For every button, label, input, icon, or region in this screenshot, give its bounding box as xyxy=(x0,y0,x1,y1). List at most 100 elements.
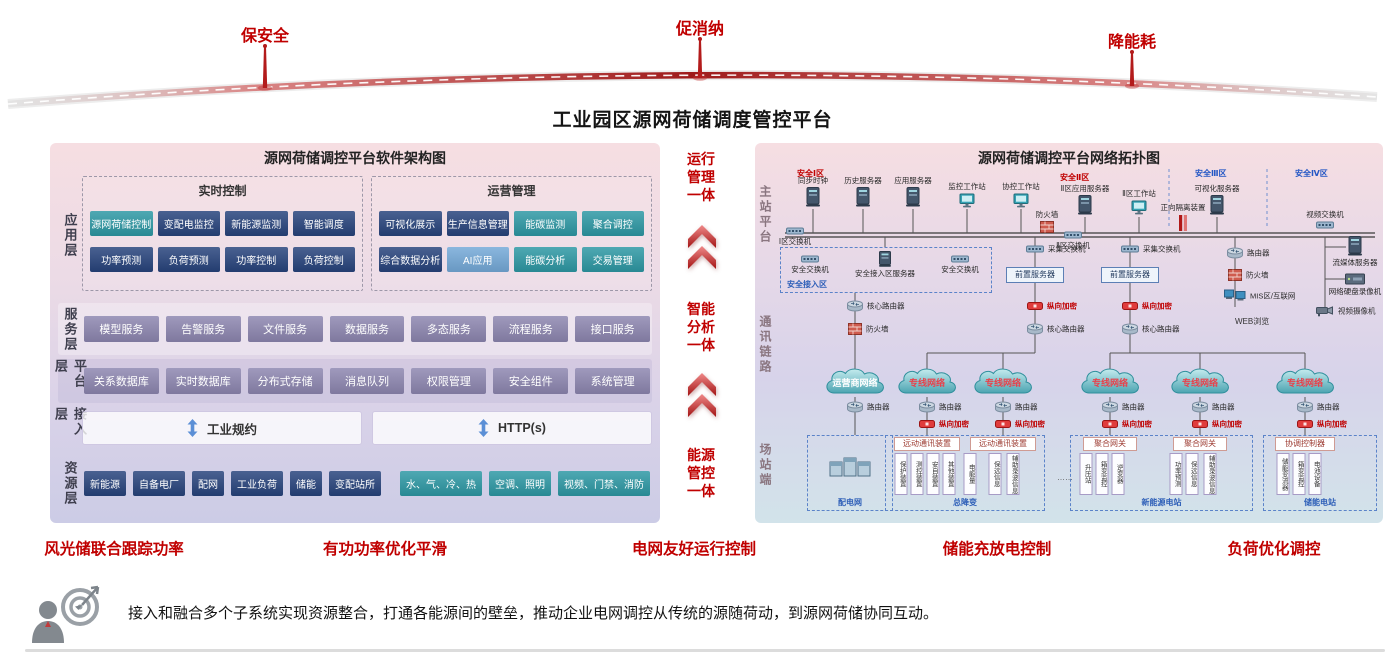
service-block: 流程服务 xyxy=(493,316,569,342)
topo-zone-box: 总降变 xyxy=(885,435,1045,511)
router-icon xyxy=(1122,323,1138,335)
resource-block: 储能 xyxy=(290,470,322,496)
access-protocol-box: 工业规约 xyxy=(82,411,362,445)
arc-banner xyxy=(7,37,1378,109)
app-module-block: 可视化展示 xyxy=(379,211,442,237)
topo-device-label: 监控工作站 xyxy=(948,182,986,191)
topo-network-cloud: 专线网络 xyxy=(971,367,1035,399)
topo-device-label: 纵向加密 xyxy=(1015,419,1045,429)
topo-device-vbox: 箱变监控 xyxy=(1292,453,1306,495)
topo-network-cloud: 专线网络 xyxy=(895,367,959,399)
topo-device-vbox: 储能变流器 xyxy=(1276,453,1290,495)
topo-device-label: Ⅱ区交换机 xyxy=(1056,241,1090,250)
side-label-main-station: 主站平台 xyxy=(758,185,772,245)
isolator-icon xyxy=(1178,214,1188,232)
integration-label-energy-control: 能源管控一体 xyxy=(687,447,715,500)
resource-block: 配网 xyxy=(192,470,224,496)
topo-network-cloud: 运营商网络 xyxy=(823,367,887,399)
topo-network-cloud: 专线网络 xyxy=(1168,367,1232,399)
server-icon xyxy=(906,187,920,207)
resource-block: 自备电厂 xyxy=(133,470,185,496)
topo-device-label: 纵向加密 xyxy=(939,419,969,429)
topo-device-label: 路由器 xyxy=(1317,402,1340,412)
topo-device-label: 视频交换机 xyxy=(1306,209,1344,219)
app-module-block: 综合数据分析 xyxy=(379,246,442,272)
page-title: 工业园区源网荷储调度管控平台 xyxy=(552,110,833,131)
platform-block: 消息队列 xyxy=(329,368,405,394)
topo-device-label: 可视化服务器 xyxy=(1194,183,1240,193)
layer-label-platform: 平台层 xyxy=(53,359,87,389)
app-module-block: 交易管理 xyxy=(581,246,644,272)
arc-pin-consumption xyxy=(693,37,707,81)
side-label-comm-link: 通讯链路 xyxy=(758,315,772,375)
topo-device-label: 防火墙 xyxy=(866,324,889,334)
topo-device-label: 同步时钟 xyxy=(798,175,828,185)
topo-device-vbox: 保护装置 xyxy=(894,453,908,495)
topo-device-vbox: 安自装置 xyxy=(926,453,940,495)
router-icon xyxy=(919,401,935,413)
server-sm-icon xyxy=(879,251,891,267)
resource-block: 工业负荷 xyxy=(231,470,283,496)
nvr-icon xyxy=(1345,273,1365,285)
switch-icon xyxy=(951,255,969,263)
layer-row-service: 服务层 模型服务告警服务文件服务数据服务多态服务流程服务接口服务 xyxy=(58,303,652,355)
topo-device-label: 防火墙 xyxy=(1246,270,1269,280)
topo-zone-label: 配电网 xyxy=(838,498,862,507)
topo-device-label: 历史服务器 xyxy=(844,175,882,185)
topo-device-label: 协控工作站 xyxy=(1002,182,1040,191)
firewall-icon xyxy=(1040,221,1054,233)
arc-pin-safety xyxy=(258,44,272,91)
service-block: 多态服务 xyxy=(411,316,487,342)
app-module-block: 变配电监控 xyxy=(157,211,220,237)
topo-device-label: 安全接入区服务器 xyxy=(855,269,915,278)
platform-block: 系统管理 xyxy=(575,368,651,394)
encrypt-icon xyxy=(1122,302,1138,310)
firewall-icon xyxy=(1228,269,1242,281)
topo-device-vbox: 箱变监控 xyxy=(1095,453,1109,495)
topo-zone-box: 储能电站 xyxy=(1263,435,1377,511)
topo-device-label: 纵向加密 xyxy=(1317,419,1347,429)
ws-icon xyxy=(1131,200,1147,216)
app-module-block: 能碳分析 xyxy=(514,246,577,272)
app-group: 实时控制源网荷储控制变配电监控新能源监测智能调度功率预测负荷预测功率控制负荷控制 xyxy=(82,176,363,291)
platform-block: 安全组件 xyxy=(493,368,569,394)
topo-device-vbox: 功率预测 xyxy=(1169,453,1183,495)
pcs-icon xyxy=(1224,289,1246,303)
topo-device-vbox: 辅助录波信息 xyxy=(1006,453,1020,495)
topo-device-label: 安全交换机 xyxy=(941,265,979,274)
app-module-block: 聚合调控 xyxy=(581,211,644,237)
software-architecture-panel: 源网荷储调控平台软件架构图 应用层 实时控制源网荷储控制变配电监控新能源监测智能… xyxy=(50,143,660,523)
router-icon xyxy=(995,401,1011,413)
switch-icon xyxy=(1121,245,1139,253)
app-module-block: AI应用 xyxy=(446,246,509,272)
topo-zone-box: 配电网 xyxy=(807,435,893,511)
topo-device-vbox: 电能量 xyxy=(963,453,977,495)
access-protocol-box: HTTP(s) xyxy=(372,411,652,445)
topo-device-label: 应用服务器 xyxy=(894,175,932,185)
updown-arrow-icon xyxy=(187,419,198,437)
updown-arrow-icon xyxy=(478,419,489,437)
layer-row-application: 应用层 实时控制源网荷储控制变配电监控新能源监测智能调度功率预测负荷预测功率控制… xyxy=(58,171,652,299)
server-icon xyxy=(856,187,870,207)
switch-icon xyxy=(801,255,819,263)
topo-device-label: 采集交换机 xyxy=(1048,244,1086,254)
router-icon xyxy=(1102,401,1118,413)
benefit-label-tracking: 风光储联合跟踪功率 xyxy=(44,541,184,558)
server-icon xyxy=(1210,195,1224,215)
router-icon xyxy=(1192,401,1208,413)
app-group-title: 实时控制 xyxy=(198,184,247,198)
topo-device-vbox: 保远信息 xyxy=(1185,453,1199,495)
app-module-block: 负荷预测 xyxy=(157,246,220,272)
server-icon xyxy=(1348,236,1362,256)
switch-icon xyxy=(1064,231,1082,239)
topo-device-label: Ⅱ区工作站 xyxy=(1122,189,1156,198)
topo-zone-label: 总降变 xyxy=(953,498,977,507)
topo-device-label: 纵向加密 xyxy=(1212,419,1242,429)
resource-block: 新能源 xyxy=(84,470,126,496)
integration-label-operation: 运行管理一体 xyxy=(687,151,715,204)
bottom-divider xyxy=(25,649,1385,652)
topo-device-label: MIS区/互联网 xyxy=(1250,291,1296,301)
topology-panel-title: 源网荷储调控平台网络拓扑图 xyxy=(978,150,1160,166)
